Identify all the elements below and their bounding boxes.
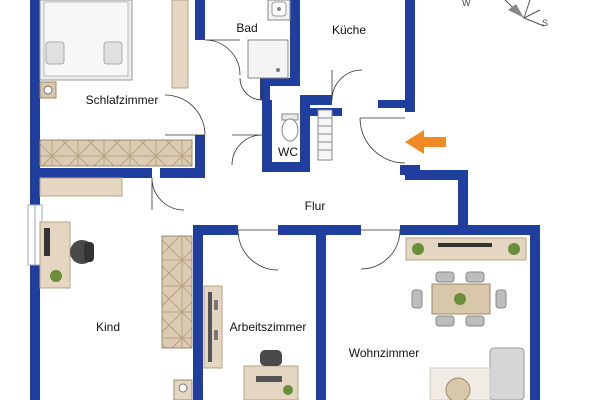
room-label-kind: Kind (96, 320, 120, 334)
entrance-arrow-icon (405, 130, 446, 154)
chair-icon (260, 350, 282, 366)
dresser-icon (171, 0, 189, 89)
nightstand-icon (173, 379, 193, 400)
room-label-arbeitszimmer: Arbeitszimmer (230, 320, 307, 334)
sofa-icon (429, 347, 525, 400)
toilet-icon (281, 113, 299, 142)
room-label-wc: WC (278, 145, 298, 159)
wardrobe-icon (161, 235, 193, 349)
dining-table-icon (411, 271, 507, 327)
sink-icon (267, 0, 291, 21)
desk-icon (39, 221, 71, 289)
room-label-flur: Flur (305, 199, 326, 213)
compass-label-w: W (462, 0, 471, 8)
room-label-kueche: Küche (332, 23, 366, 37)
walls (30, 0, 540, 400)
shower-icon (247, 39, 289, 79)
room-label-schlafzimmer: Schlafzimmer (86, 93, 159, 107)
compass-label-s: S (542, 18, 548, 28)
bookshelf-icon (203, 285, 223, 369)
doors (151, 39, 406, 271)
sideboard-icon (405, 237, 527, 261)
compass-icon: W S (462, 0, 548, 28)
shelf-icon (39, 177, 123, 197)
wardrobe-icon (39, 139, 193, 167)
desk-icon (243, 365, 299, 400)
nightstand-icon (39, 81, 57, 99)
chair-icon (70, 240, 94, 264)
bed-icon (39, 0, 133, 81)
shelf-icon (317, 109, 333, 161)
room-label-bad: Bad (236, 21, 257, 35)
room-label-wohnzimmer: Wohnzimmer (349, 346, 419, 360)
